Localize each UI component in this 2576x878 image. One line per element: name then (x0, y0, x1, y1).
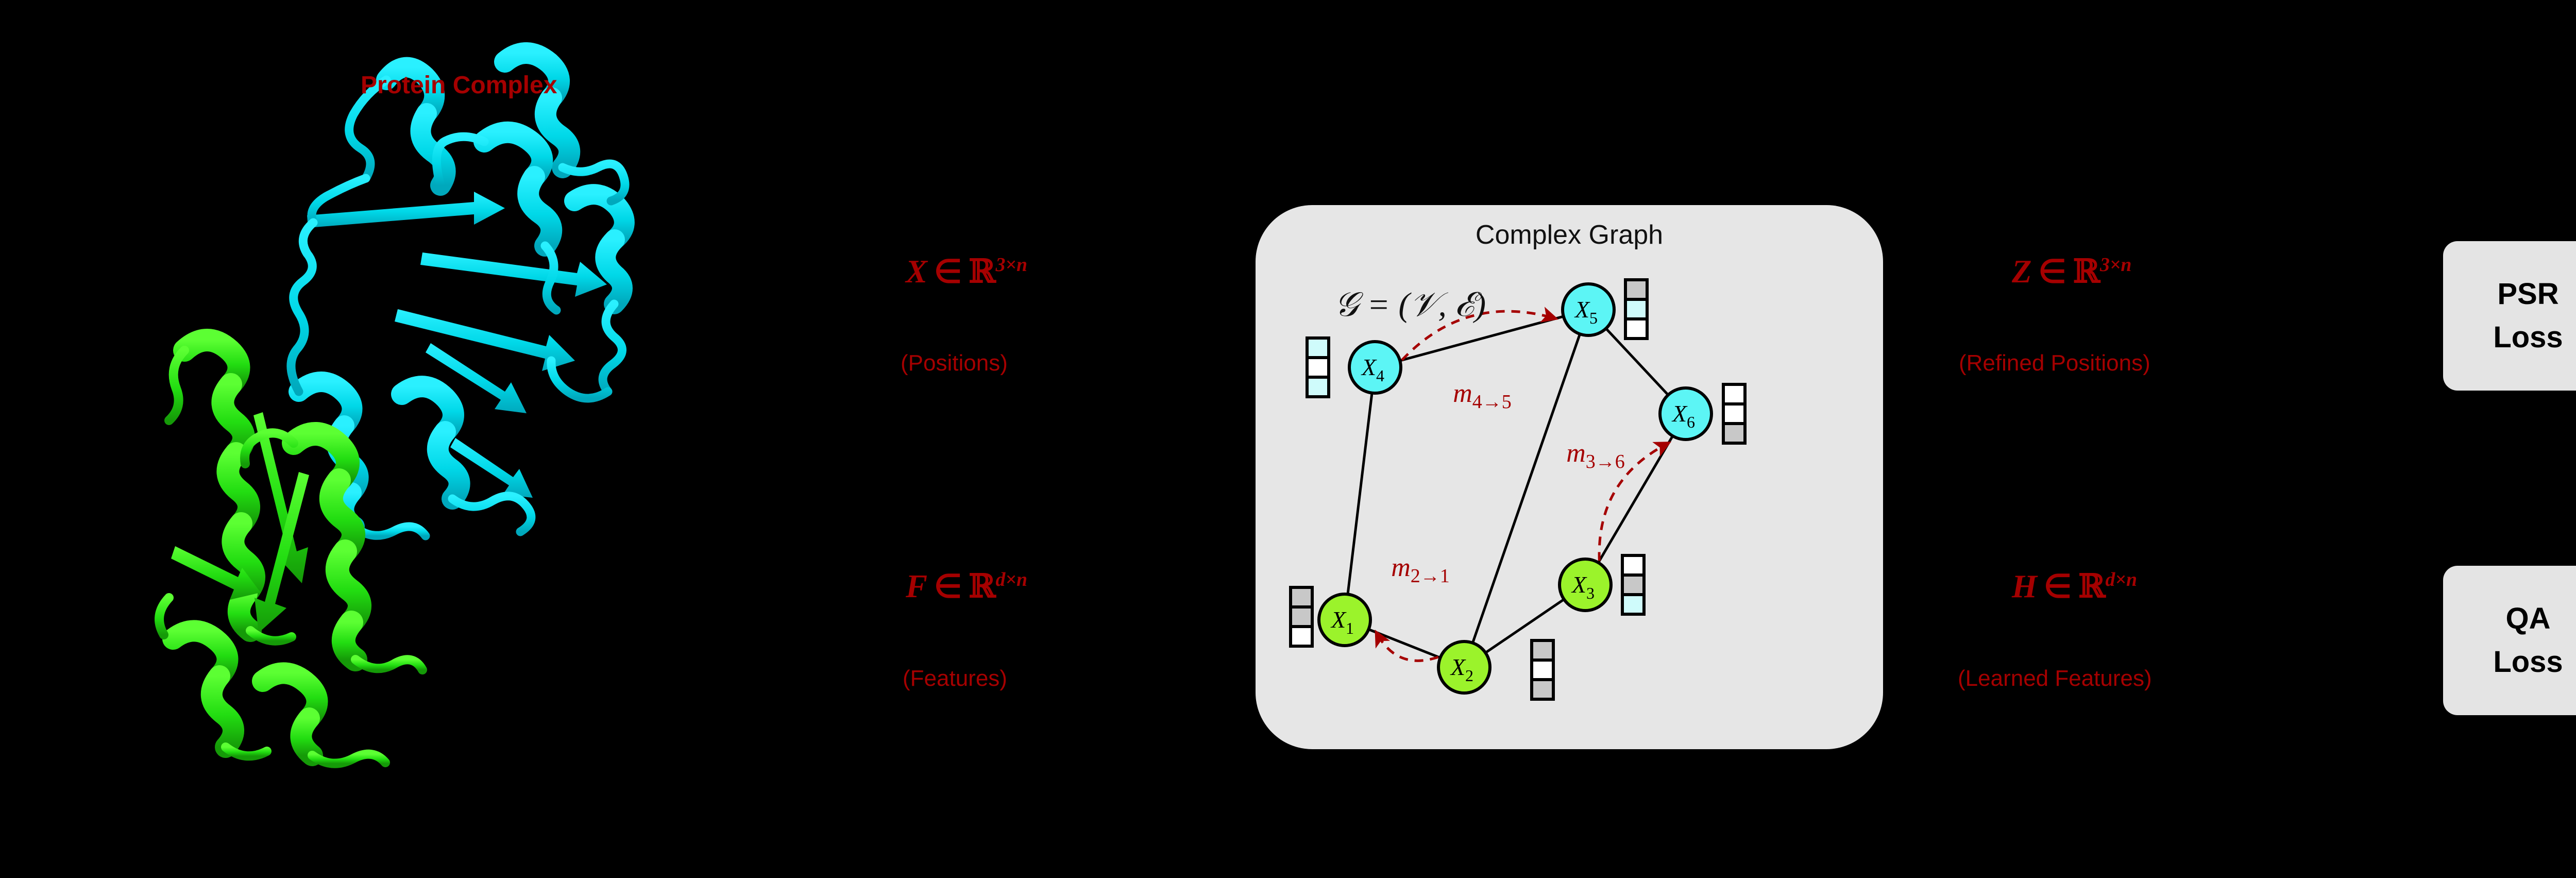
refined-positions-member: ∈ (2038, 254, 2066, 290)
feature-vector-X2 (1530, 639, 1555, 701)
graph-node-X1[interactable]: X1 (1317, 593, 1372, 647)
graph-node-X6[interactable]: X6 (1658, 386, 1713, 441)
graph-formula: 𝒢 = (𝒱, ℰ) (1334, 286, 1486, 324)
learned-features-symbol: H (2012, 568, 2038, 604)
positions-member: ∈ (934, 254, 962, 290)
positions-formula: X ∈ ℝ3×n (906, 255, 1027, 288)
positions-caption: (Positions) (901, 350, 1008, 376)
features-exponent: d×n (995, 569, 1027, 590)
graph-message-label-layer: m4→5 m3→6 m2→1 (1391, 379, 1625, 587)
refined-positions-formula: Z ∈ ℝ3×n (2012, 255, 2131, 288)
qa-loss-line1: QA (2505, 601, 2551, 635)
graph-node-X2[interactable]: X2 (1437, 640, 1492, 695)
positions-symbol: X (906, 254, 928, 290)
positions-set: ℝ (969, 252, 996, 290)
refined-positions-caption: (Refined Positions) (1959, 350, 2150, 376)
learned-features-exponent: d×n (2105, 569, 2137, 590)
graph-edge-X4-X1 (1346, 392, 1374, 596)
graph-edge-X5-X6 (1604, 327, 1670, 397)
learned-features-set: ℝ (2078, 567, 2106, 605)
message-label-m45: m4→5 (1453, 379, 1512, 413)
message-label-m21: m2→1 (1391, 553, 1450, 587)
graph-message-layer (1375, 307, 1671, 662)
features-caption: (Features) (903, 666, 1007, 691)
graph-node-X3[interactable]: X3 (1558, 558, 1613, 612)
message-arrow-m45 (1401, 307, 1559, 361)
features-symbol: F (906, 568, 928, 604)
feature-vector-X5 (1624, 278, 1649, 340)
message-arrow-m21 (1375, 630, 1439, 662)
complex-graph-title: Complex Graph (1475, 220, 1664, 250)
learned-features-caption: (Learned Features) (1958, 666, 2152, 691)
graph-node-label-X4: X4 (1361, 354, 1384, 385)
graph-edge-X4-X5 (1398, 315, 1565, 362)
features-set: ℝ (969, 567, 996, 605)
psr-loss-line1: PSR (2497, 277, 2559, 311)
psr-loss-box[interactable]: PSR Loss (2443, 241, 2576, 391)
qa-loss-line2: Loss (2493, 645, 2563, 679)
graph-node-X5[interactable]: X5 (1561, 282, 1616, 337)
learned-features-member: ∈ (2043, 568, 2072, 604)
graph-node-X4[interactable]: X4 (1348, 340, 1402, 395)
features-member: ∈ (934, 568, 962, 604)
feature-vector-X1 (1289, 586, 1314, 648)
positions-exponent: 3×n (995, 254, 1027, 276)
message-label-m36: m3→6 (1566, 438, 1625, 472)
graph-edge-X2-X5 (1471, 332, 1582, 645)
feature-vector-X4 (1306, 336, 1330, 398)
graph-edge-X2-X3 (1484, 597, 1566, 655)
learned-features-formula: H ∈ ℝd×n (2012, 570, 2137, 603)
qa-loss-box[interactable]: QA Loss (2443, 566, 2576, 715)
features-formula: F ∈ ℝd×n (906, 570, 1027, 603)
graph-feature-vector-layer (1289, 278, 1747, 701)
graph-edge-X1-X2 (1367, 628, 1442, 660)
refined-positions-exponent: 3×n (2099, 254, 2132, 276)
page-title: Protein Complex (361, 72, 557, 99)
protein-complex-left-render (144, 31, 835, 814)
psr-loss-line2: Loss (2493, 320, 2563, 354)
refined-positions-symbol: Z (2012, 254, 2032, 290)
refined-positions-set: ℝ (2073, 252, 2100, 290)
message-arrow-m36 (1598, 442, 1671, 561)
chain-a-cyan-ribbon (286, 42, 635, 541)
feature-vector-X3 (1621, 554, 1646, 616)
feature-vector-X6 (1722, 383, 1747, 445)
graph-node-label-X2: X2 (1450, 654, 1473, 685)
chain-b-green-ribbon (155, 329, 427, 768)
